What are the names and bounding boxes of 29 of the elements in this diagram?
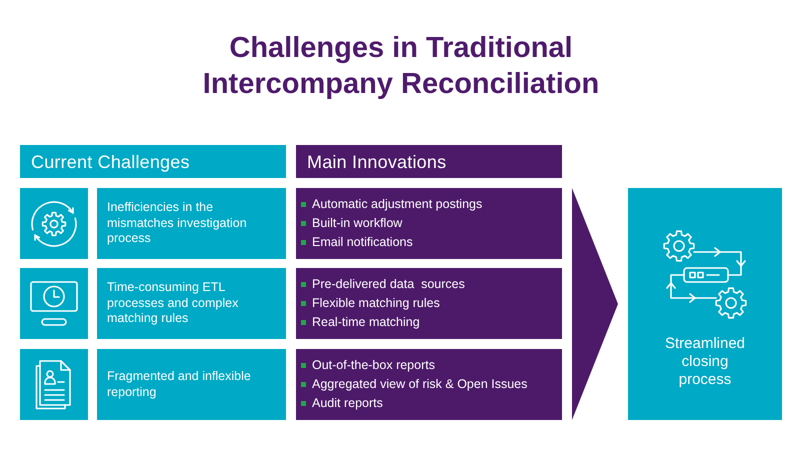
bullet-text: Out-of-the-box reports [312, 358, 435, 373]
challenge-panel [97, 188, 286, 259]
bullet-text: Audit reports [312, 396, 383, 411]
chevron-arrow [572, 188, 618, 420]
column-header [296, 145, 562, 178]
column-heading: Main Innovations [307, 150, 446, 172]
challenge-text: Fragmented and inflexible reporting [107, 369, 252, 400]
bullet-text: Automatic adjustment postings [312, 197, 482, 212]
icon-tile [20, 188, 88, 259]
challenge-panel [97, 268, 286, 339]
column-heading: Current Challenges [31, 150, 190, 172]
challenge-panel [97, 349, 286, 420]
challenge-text: Inefficiencies in the mismatches investigation process [107, 200, 248, 247]
result-panel [628, 188, 782, 420]
bullet-text: Real-time matching [312, 315, 420, 330]
bullet-text: Email notifications [312, 235, 413, 250]
icon-tile [20, 349, 88, 420]
icon-tile [20, 268, 88, 339]
innovation-panel [296, 349, 562, 420]
bullet-text: Pre-delivered data sources [312, 277, 465, 292]
title: Challenges in Traditional Intercompany Reconciliation [202, 31, 600, 102]
bullet-text: Aggregated view of risk & Open Issues [312, 377, 528, 392]
innovation-panel [296, 188, 562, 259]
innovation-panel [296, 268, 562, 339]
column-header [20, 145, 286, 178]
bullet-text: Flexible matching rules [312, 296, 440, 311]
result-text: Streamlined closing process [664, 335, 746, 389]
bullet-text: Built-in workflow [312, 216, 402, 231]
challenge-text: Time-consuming ETL processes and complex matching rules [107, 280, 240, 327]
